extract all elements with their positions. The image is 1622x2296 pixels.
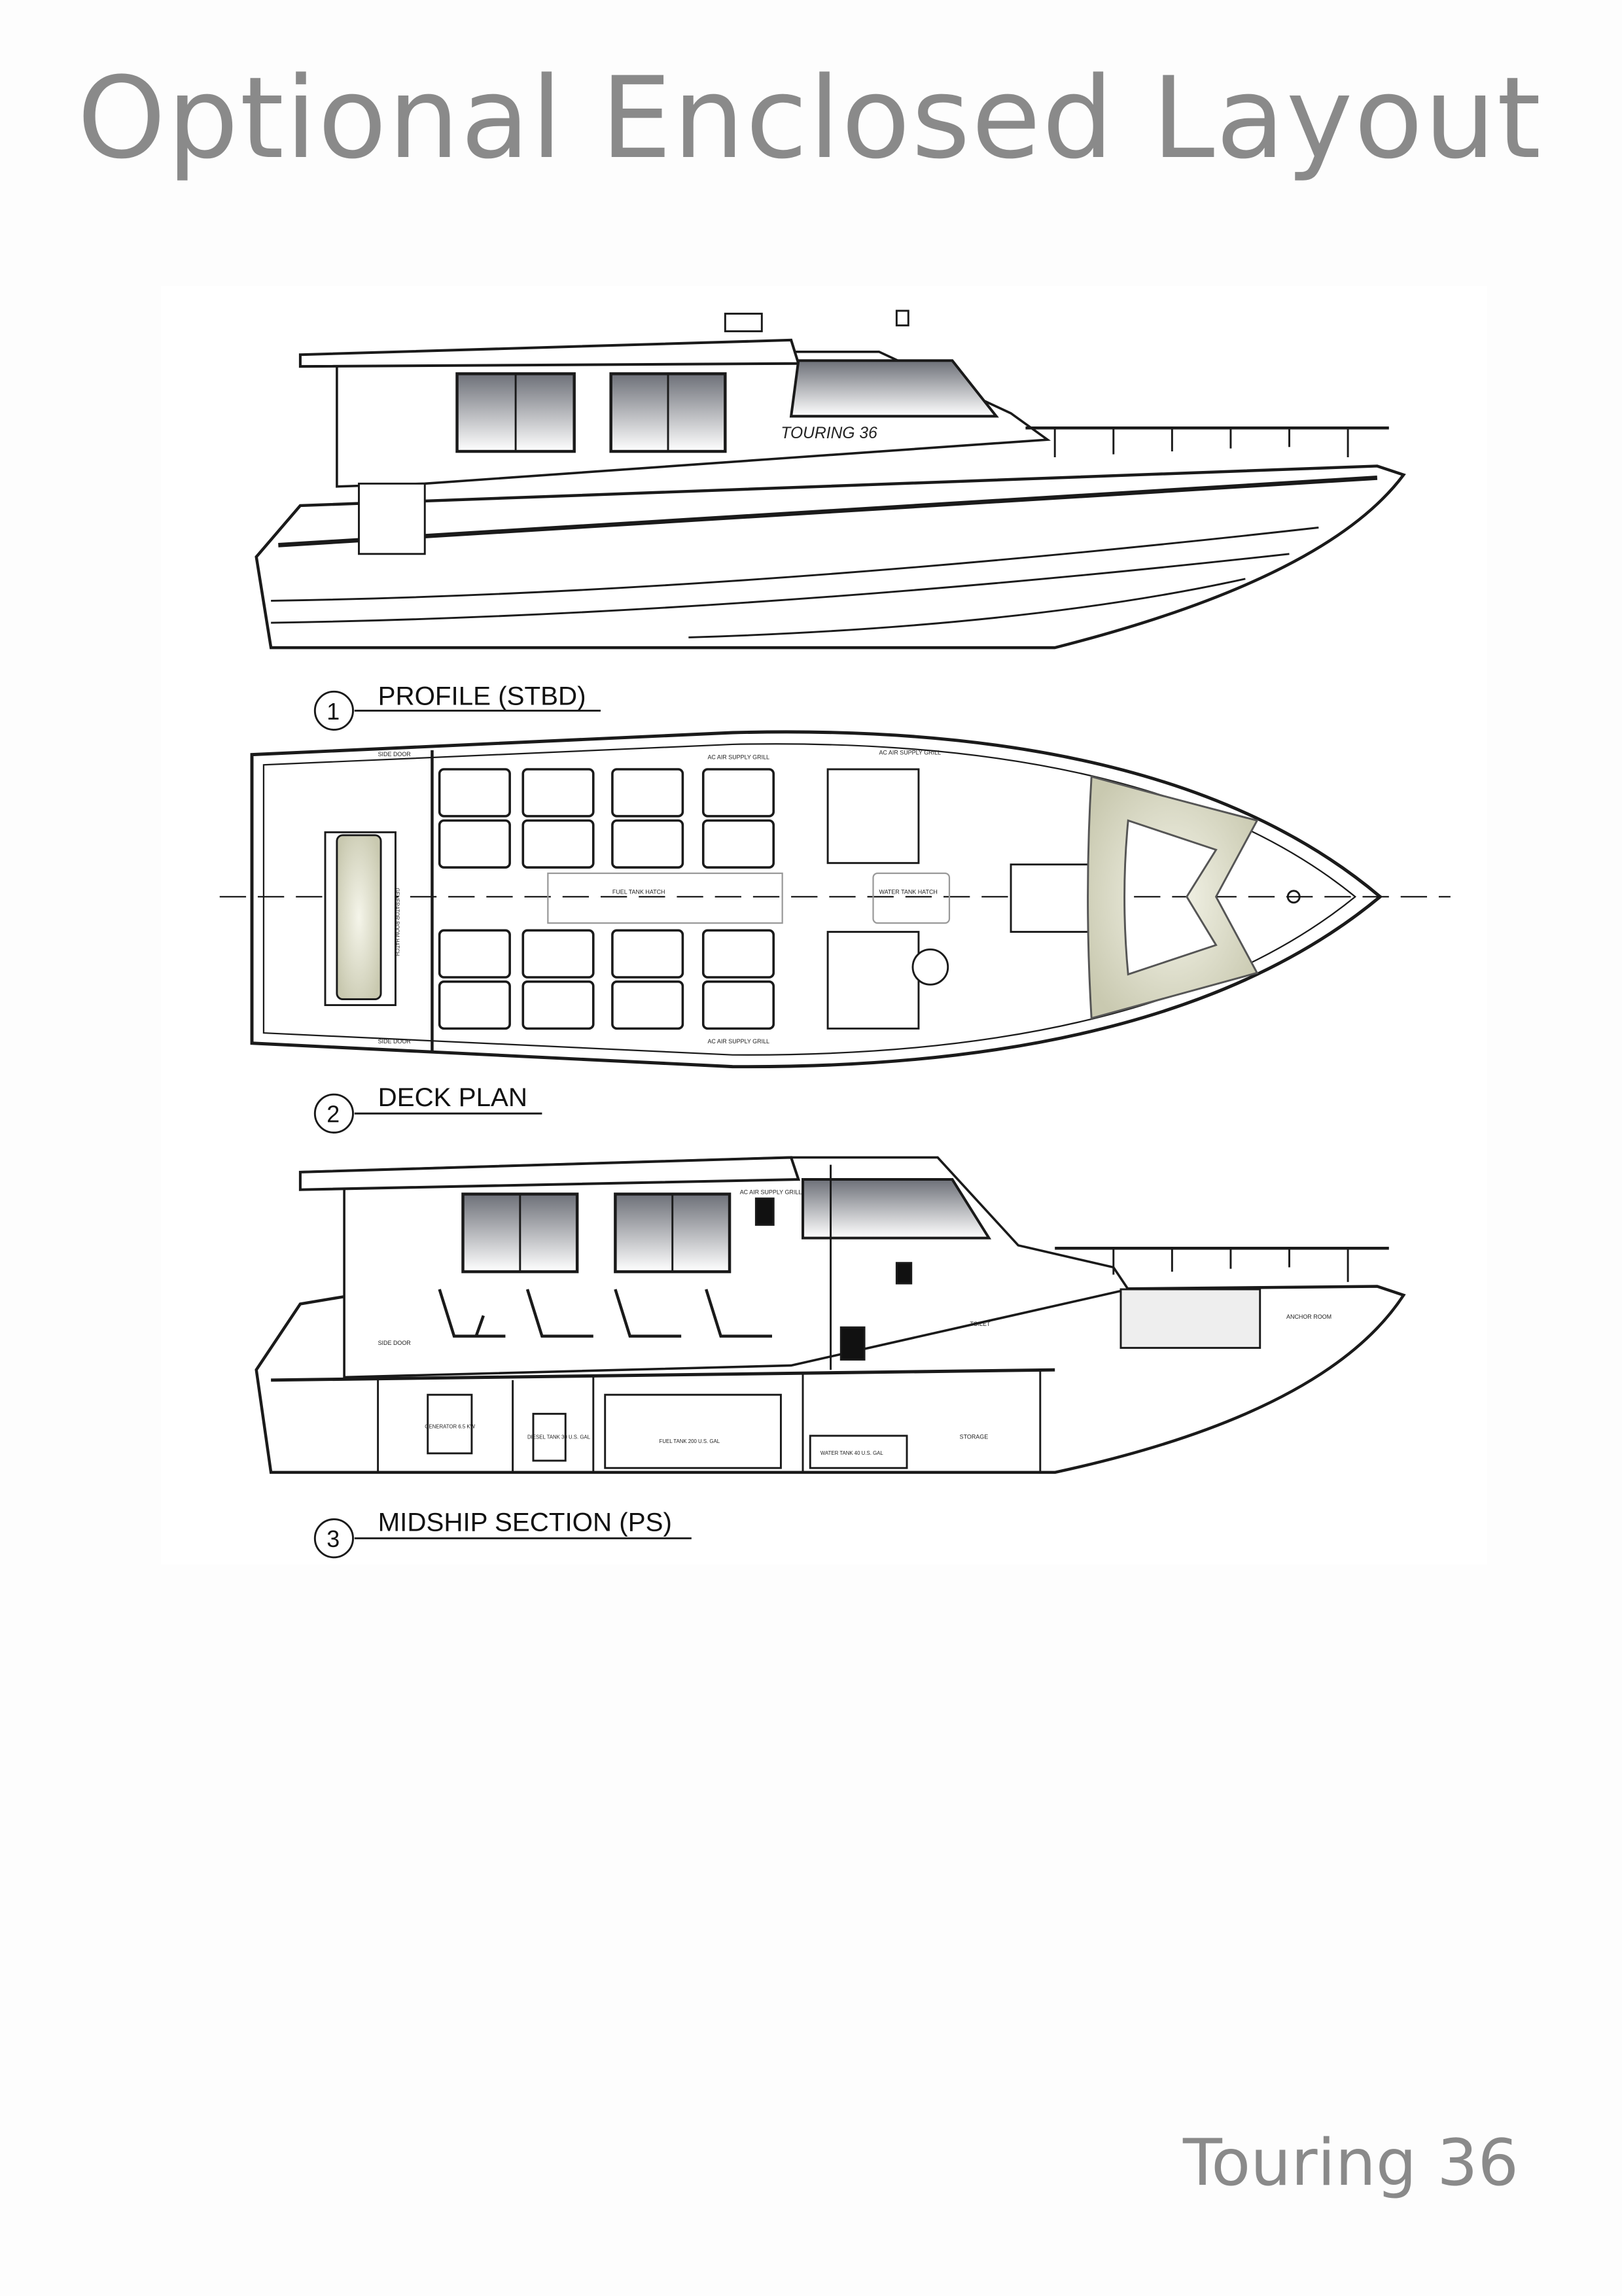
generator-hatch-label: GENERATOR ROOM HATCH	[394, 888, 400, 956]
generator-label: GENERATOR 6.5 KW	[425, 1424, 475, 1430]
page-title: Optional Enclosed Layout	[77, 52, 1543, 184]
anchor-room-label: ANCHOR ROOM	[1286, 1313, 1331, 1320]
passenger-seats	[438, 768, 775, 1030]
water-tank-label: WATER TANK 40 U.S. GAL	[820, 1450, 883, 1456]
ac-grill-label-top: AC AIR SUPPLY GRILL	[707, 754, 769, 760]
toilet-label: TOILET	[970, 1321, 991, 1327]
midship-label: MIDSHIP SECTION (PS)	[378, 1507, 672, 1537]
profile-drawing: TOURING 36 1 PROFILE (STBD)	[255, 309, 1406, 731]
deck-plan-number: 2	[326, 1102, 340, 1128]
bow-railing	[1025, 426, 1389, 458]
side-door-label-top: SIDE DOOR	[378, 751, 412, 757]
deck-plan-drawing: SIDE DOOR SIDE DOOR AC AIR SUPPLY GRILL …	[219, 730, 1451, 1134]
midship-bow-railing	[1055, 1247, 1389, 1282]
side-door-label-bottom: SIDE DOOR	[378, 1038, 412, 1045]
forward-seating	[1087, 775, 1259, 1020]
water-hatch-label: WATER TANK HATCH	[879, 888, 937, 895]
profile-hull-name: TOURING 36	[781, 425, 877, 442]
midship-seats	[438, 1289, 773, 1338]
ac-grill-label-fwd: AC AIR SUPPLY GRILL	[879, 750, 941, 756]
footer-model-name: Touring 36	[1183, 2126, 1519, 2200]
fuel-tank-label: FUEL TANK 200 U.S. GAL	[660, 1438, 720, 1444]
profile-number-circle	[313, 690, 354, 731]
profile-number: 1	[326, 699, 340, 725]
ac-grill-label-bottom: AC AIR SUPPLY GRILL	[707, 1038, 769, 1045]
midship-ac-grill-label: AC AIR SUPPLY GRILL	[740, 1189, 802, 1195]
profile-label: PROFILE (STBD)	[378, 681, 586, 710]
profile-hull	[255, 464, 1406, 650]
deck-plan-label: DECK PLAN	[378, 1083, 527, 1112]
midship-number: 3	[326, 1526, 340, 1552]
fuel-hatch-label: FUEL TANK HATCH	[612, 888, 665, 895]
storage-label: STORAGE	[960, 1433, 989, 1440]
midship-drawing: AC AIR SUPPLY GRILL SIDE DOOR TOILET ANC…	[255, 1156, 1406, 1559]
boat-drawings-panel: TOURING 36 1 PROFILE (STBD)	[161, 286, 1487, 1565]
diesel-tank-label: DIESEL TANK 30 U.S. GAL	[527, 1434, 591, 1440]
midship-side-door-label: SIDE DOOR	[378, 1340, 412, 1346]
